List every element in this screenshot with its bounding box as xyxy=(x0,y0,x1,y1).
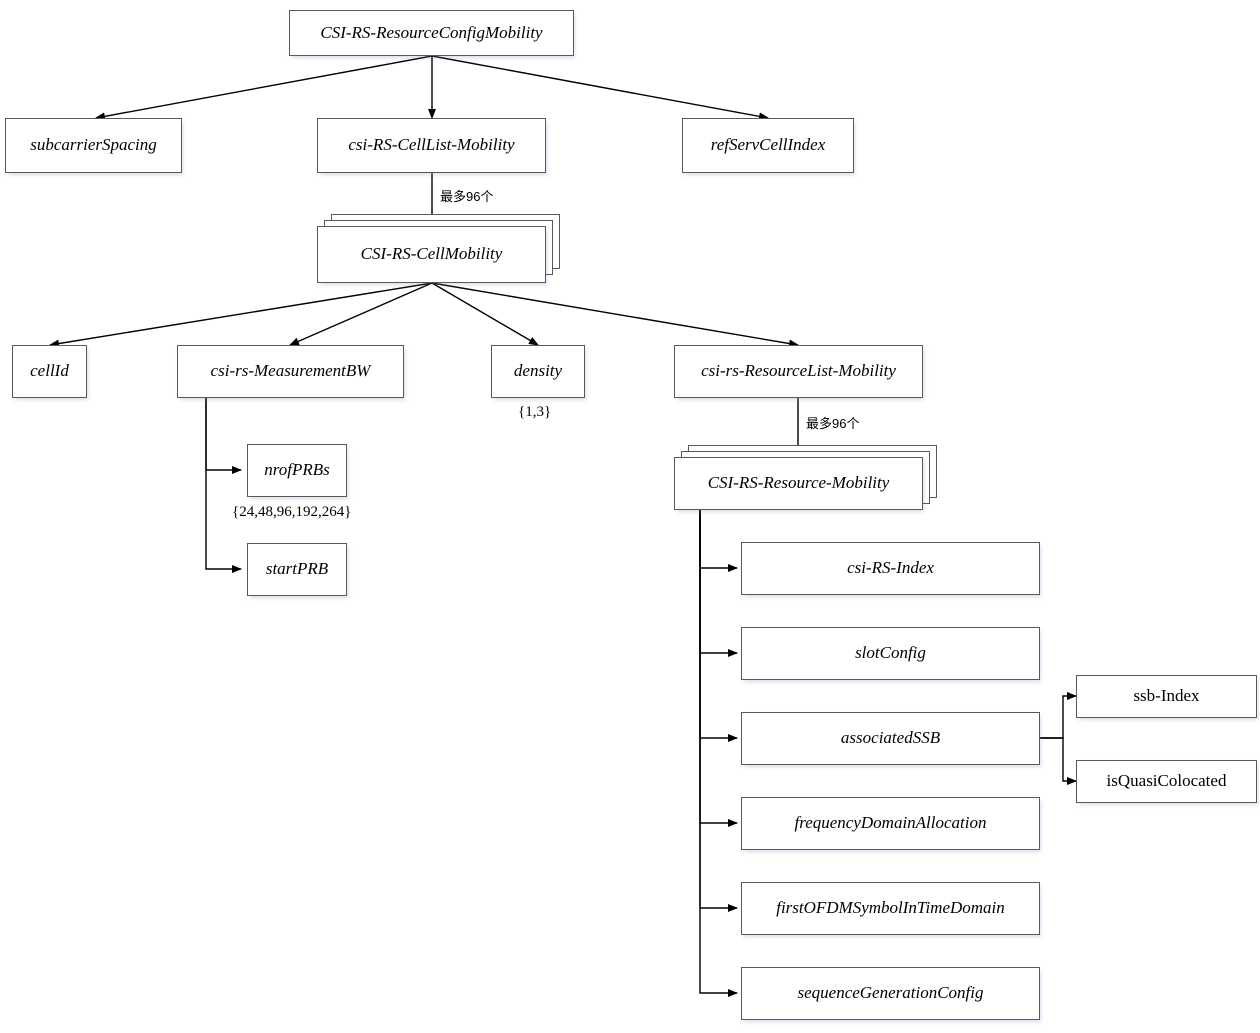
node-first-ofdm-symbol-in-time-domain-label: firstOFDMSymbolInTimeDomain xyxy=(776,898,1005,918)
node-slot-config[interactable]: slotConfig xyxy=(741,627,1040,680)
edge-resource-to-frequency-domain-allocation xyxy=(699,509,738,827)
node-csi-rs-resource-list-mobility[interactable]: csi-rs-ResourceList-Mobility xyxy=(674,345,923,398)
edge-root-to-ref-serv-cell-index xyxy=(431,55,769,121)
node-csi-rs-index-label: csi-RS-Index xyxy=(847,558,934,578)
node-associated-ssb[interactable]: associatedSSB xyxy=(741,712,1040,765)
edge-resource-to-associated-ssb xyxy=(699,509,738,742)
edge-cell-mobility-to-measurement-bw xyxy=(289,282,433,346)
node-csi-rs-resource-mobility-label: CSI-RS-Resource-Mobility xyxy=(707,473,890,493)
node-start-prb-label: startPRB xyxy=(265,559,329,579)
label-density-values: {1,3} xyxy=(518,404,552,420)
node-sequence-generation-config[interactable]: sequenceGenerationConfig xyxy=(741,967,1040,1020)
label-cell-list-multiplicity: 最多96个 xyxy=(440,189,494,204)
node-is-quasi-colocated[interactable]: isQuasiColocated xyxy=(1076,760,1257,803)
node-sequence-generation-config-label: sequenceGenerationConfig xyxy=(797,983,984,1003)
edge-cell-mobility-to-cell-id xyxy=(49,282,433,348)
node-csi-rs-cell-list-mobility[interactable]: csi-RS-CellList-Mobility xyxy=(317,118,546,173)
node-ref-serv-cell-index-label: refServCellIndex xyxy=(710,135,826,155)
node-csi-rs-resource-mobility[interactable]: CSI-RS-Resource-Mobility xyxy=(674,457,923,510)
node-is-quasi-colocated-label: isQuasiColocated xyxy=(1106,771,1227,791)
node-frequency-domain-allocation-label: frequencyDomainAllocation xyxy=(794,813,987,833)
edge-measurement-bw-to-start-prb xyxy=(205,398,242,573)
edge-resource-to-slot-config xyxy=(699,509,738,657)
node-ssb-index[interactable]: ssb-Index xyxy=(1076,675,1257,718)
node-csi-rs-measurement-bw-label: csi-rs-MeasurementBW xyxy=(210,361,371,381)
edge-measurement-bw-to-nrof-prbs xyxy=(205,398,242,474)
node-csi-rs-measurement-bw[interactable]: csi-rs-MeasurementBW xyxy=(177,345,404,398)
node-nrof-prbs-label: nrofPRBs xyxy=(264,460,330,480)
node-frequency-domain-allocation[interactable]: frequencyDomainAllocation xyxy=(741,797,1040,850)
edge-resource-to-first-ofdm-symbol xyxy=(699,509,738,912)
node-ssb-index-label: ssb-Index xyxy=(1133,686,1200,706)
node-subcarrier-spacing[interactable]: subcarrierSpacing xyxy=(5,118,182,173)
edge-cell-mobility-to-resource-list xyxy=(431,282,799,348)
node-start-prb[interactable]: startPRB xyxy=(247,543,347,596)
node-csi-rs-resource-list-mobility-label: csi-rs-ResourceList-Mobility xyxy=(701,361,896,381)
node-first-ofdm-symbol-in-time-domain[interactable]: firstOFDMSymbolInTimeDomain xyxy=(741,882,1040,935)
node-csi-rs-cell-mobility-label: CSI-RS-CellMobility xyxy=(360,244,503,264)
node-associated-ssb-label: associatedSSB xyxy=(840,728,941,748)
node-cell-id-label: cellId xyxy=(30,361,69,381)
edge-resource-to-csi-rs-index xyxy=(699,509,738,572)
node-cell-id[interactable]: cellId xyxy=(12,345,87,398)
node-ref-serv-cell-index[interactable]: refServCellIndex xyxy=(682,118,854,173)
edge-associated-ssb-to-ssb-index xyxy=(1040,692,1077,739)
node-density[interactable]: density xyxy=(491,345,585,398)
node-nrof-prbs[interactable]: nrofPRBs xyxy=(247,444,347,497)
edge-root-to-subcarrier-spacing xyxy=(95,55,433,121)
edge-associated-ssb-to-is-quasi-colocated xyxy=(1040,737,1077,785)
node-csi-rs-cell-list-mobility-label: csi-RS-CellList-Mobility xyxy=(348,135,515,155)
node-root[interactable]: CSI-RS-ResourceConfigMobility xyxy=(289,10,574,56)
edge-resource-to-sequence-generation-config xyxy=(699,509,738,997)
edge-cell-mobility-to-density xyxy=(431,282,539,346)
node-subcarrier-spacing-label: subcarrierSpacing xyxy=(30,135,157,155)
label-resource-list-multiplicity: 最多96个 xyxy=(806,416,860,431)
label-nrof-prbs-values: {24,48,96,192,264} xyxy=(232,504,352,520)
node-csi-rs-cell-mobility[interactable]: CSI-RS-CellMobility xyxy=(317,226,546,283)
node-slot-config-label: slotConfig xyxy=(855,643,926,663)
node-root-label: CSI-RS-ResourceConfigMobility xyxy=(320,22,543,42)
node-density-label: density xyxy=(513,361,563,381)
node-csi-rs-index[interactable]: csi-RS-Index xyxy=(741,542,1040,595)
